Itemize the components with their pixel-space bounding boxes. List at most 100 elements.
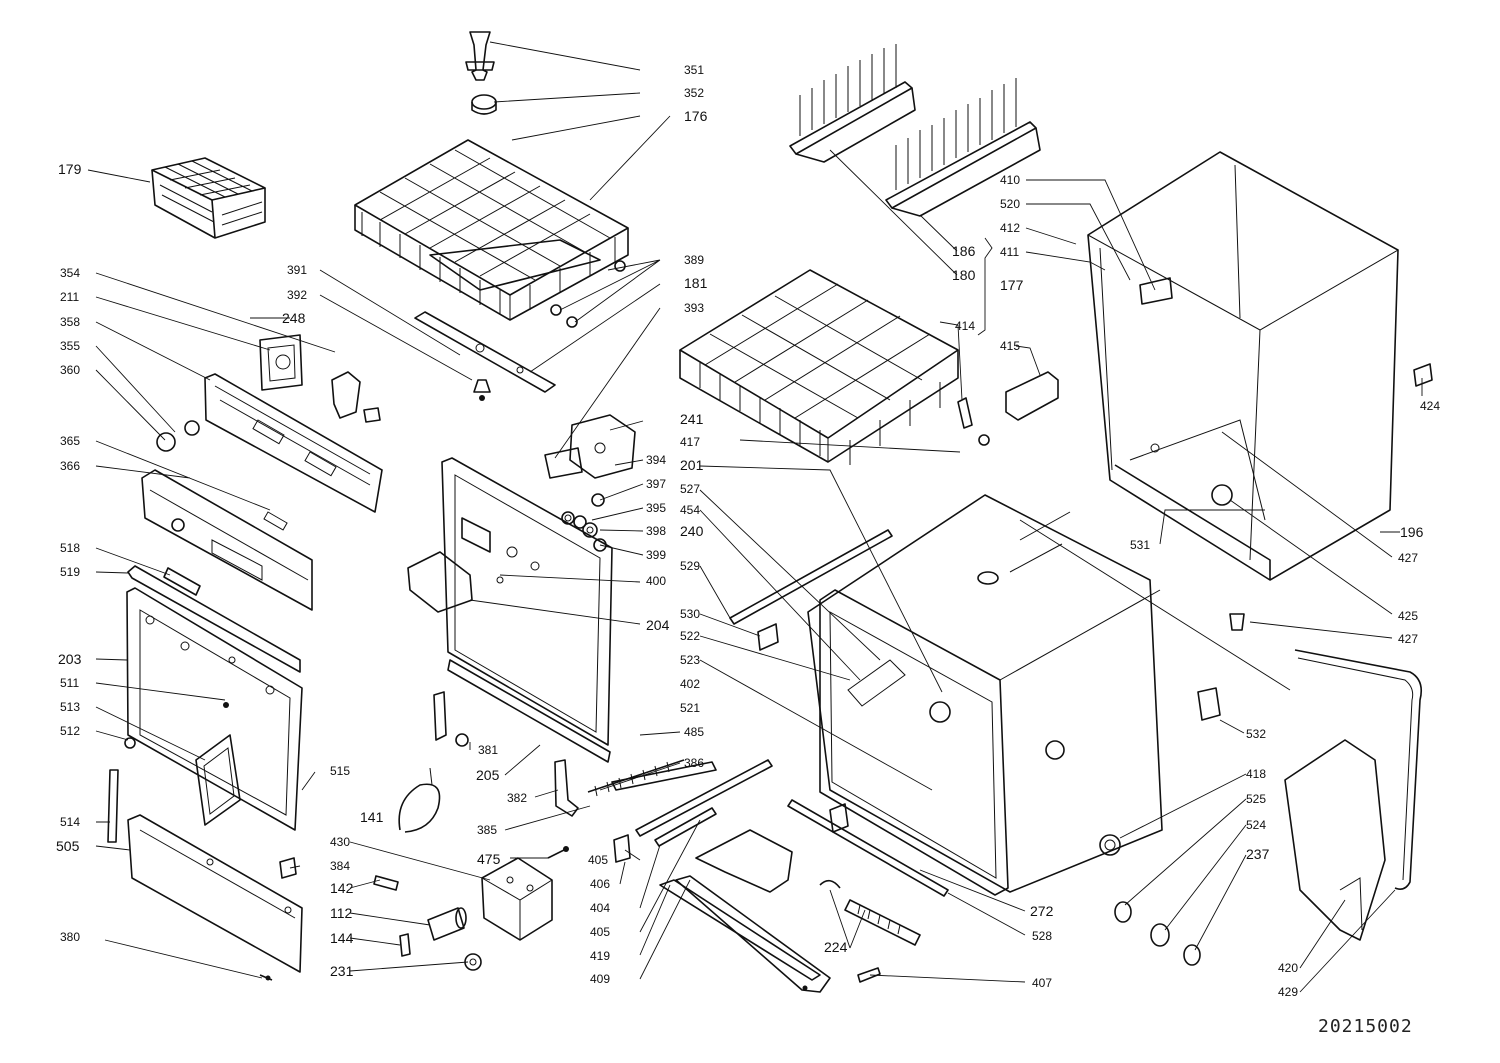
label-382: 382 — [507, 791, 527, 805]
label-176: 176 — [684, 108, 708, 124]
label-521: 521 — [680, 701, 700, 715]
label-365: 365 — [60, 434, 80, 448]
label-420: 420 — [1278, 961, 1298, 975]
label-427-b: 427 — [1398, 632, 1418, 646]
part-394-399-small-parts — [561, 493, 607, 552]
label-391: 391 — [287, 263, 307, 277]
part-241-switch — [544, 414, 636, 479]
part-366-fascia — [141, 469, 313, 611]
part-382-bracket — [554, 759, 579, 817]
label-392: 392 — [287, 288, 307, 302]
part-524-cap — [1150, 923, 1170, 947]
label-399: 399 — [646, 548, 666, 562]
label-237: 237 — [1246, 846, 1270, 862]
part-415-bracket — [1005, 371, 1059, 421]
part-419-rail — [659, 879, 821, 981]
part-381-hinge — [433, 691, 469, 747]
label-205: 205 — [476, 767, 500, 783]
label-404: 404 — [590, 901, 610, 915]
label-381: 381 — [478, 743, 498, 757]
part-406-block — [613, 834, 631, 863]
label-406: 406 — [590, 877, 610, 891]
label-430: 430 — [330, 835, 350, 849]
label-405-b: 405 — [590, 925, 610, 939]
label-204: 204 — [646, 617, 670, 633]
part-237-cap — [1183, 944, 1201, 966]
part-358-control-panel-frame — [204, 373, 383, 513]
label-393: 393 — [684, 301, 704, 315]
label-418: 418 — [1246, 767, 1266, 781]
label-397: 397 — [646, 477, 666, 491]
part-380-screw — [259, 974, 273, 981]
label-532: 532 — [1246, 727, 1266, 741]
part-flap — [695, 829, 793, 893]
label-515: 515 — [330, 764, 350, 778]
label-530: 530 — [680, 607, 700, 621]
part-180-plate-rack — [789, 44, 916, 163]
label-366: 366 — [60, 459, 80, 473]
label-415: 415 — [1000, 339, 1020, 353]
part-204-door-panel — [407, 457, 613, 763]
label-142: 142 — [330, 880, 354, 896]
part-505-kick-plate — [127, 814, 303, 973]
label-112: 112 — [330, 905, 353, 921]
label-186: 186 — [952, 243, 976, 259]
label-231: 231 — [330, 963, 354, 979]
label-427: 427 — [1398, 551, 1418, 565]
label-354: 354 — [60, 266, 80, 280]
label-409: 409 — [590, 972, 610, 986]
label-241: 241 — [680, 411, 704, 427]
label-144: 144 — [330, 930, 354, 946]
label-400: 400 — [646, 574, 666, 588]
part-tub — [807, 494, 1163, 896]
label-358: 358 — [60, 315, 80, 329]
part-530-plate — [757, 623, 779, 651]
label-355: 355 — [60, 339, 80, 353]
label-505: 505 — [56, 838, 80, 854]
part-142-sensor — [373, 875, 399, 891]
label-179: 179 — [58, 161, 82, 177]
label-398: 398 — [646, 524, 666, 538]
part-414-clip — [957, 397, 990, 446]
part-177-lower-basket — [679, 269, 959, 465]
part-351-spray-nozzle — [465, 31, 495, 81]
label-272: 272 — [1030, 903, 1054, 919]
part-391-nozzle — [473, 379, 491, 401]
label-519: 519 — [60, 565, 80, 579]
part-labels: 351 352 176 179 389 181 393 391 392 248 … — [56, 63, 1440, 1037]
part-141-tube — [398, 767, 441, 833]
label-407: 407 — [1032, 976, 1052, 990]
part-430-bracket — [481, 857, 553, 941]
part-518-strip — [127, 565, 301, 673]
label-531: 531 — [1130, 538, 1150, 552]
label-523: 523 — [680, 653, 700, 667]
part-514-rod — [107, 769, 119, 843]
part-144-fuse — [399, 933, 411, 957]
label-385: 385 — [477, 823, 497, 837]
part-532-plate — [1197, 687, 1221, 721]
part-352-spray-hub — [471, 94, 497, 115]
label-201: 201 — [680, 457, 704, 473]
part-360-knob — [156, 420, 200, 452]
part-181-upper-spray-arm — [414, 311, 556, 393]
label-360: 360 — [60, 363, 80, 377]
label-520: 520 — [1000, 197, 1020, 211]
label-177: 177 — [1000, 277, 1024, 293]
label-196: 196 — [1400, 524, 1424, 540]
part-186-plate-rack — [885, 78, 1041, 217]
label-524: 524 — [1246, 818, 1266, 832]
part-525-cap — [1114, 901, 1132, 923]
label-429: 429 — [1278, 985, 1298, 999]
part-427-foot — [1229, 613, 1245, 631]
label-395: 395 — [646, 501, 666, 515]
label-513: 513 — [60, 700, 80, 714]
label-394: 394 — [646, 453, 666, 467]
part-424-foot — [1413, 363, 1433, 387]
part-224-heater — [819, 879, 921, 946]
part-179-cutlery-basket — [151, 157, 266, 239]
label-180: 180 — [952, 267, 976, 283]
leader-lines — [87, 41, 1423, 993]
label-410: 410 — [1000, 173, 1020, 187]
part-418-ring — [1099, 834, 1121, 856]
label-402: 402 — [680, 677, 700, 691]
